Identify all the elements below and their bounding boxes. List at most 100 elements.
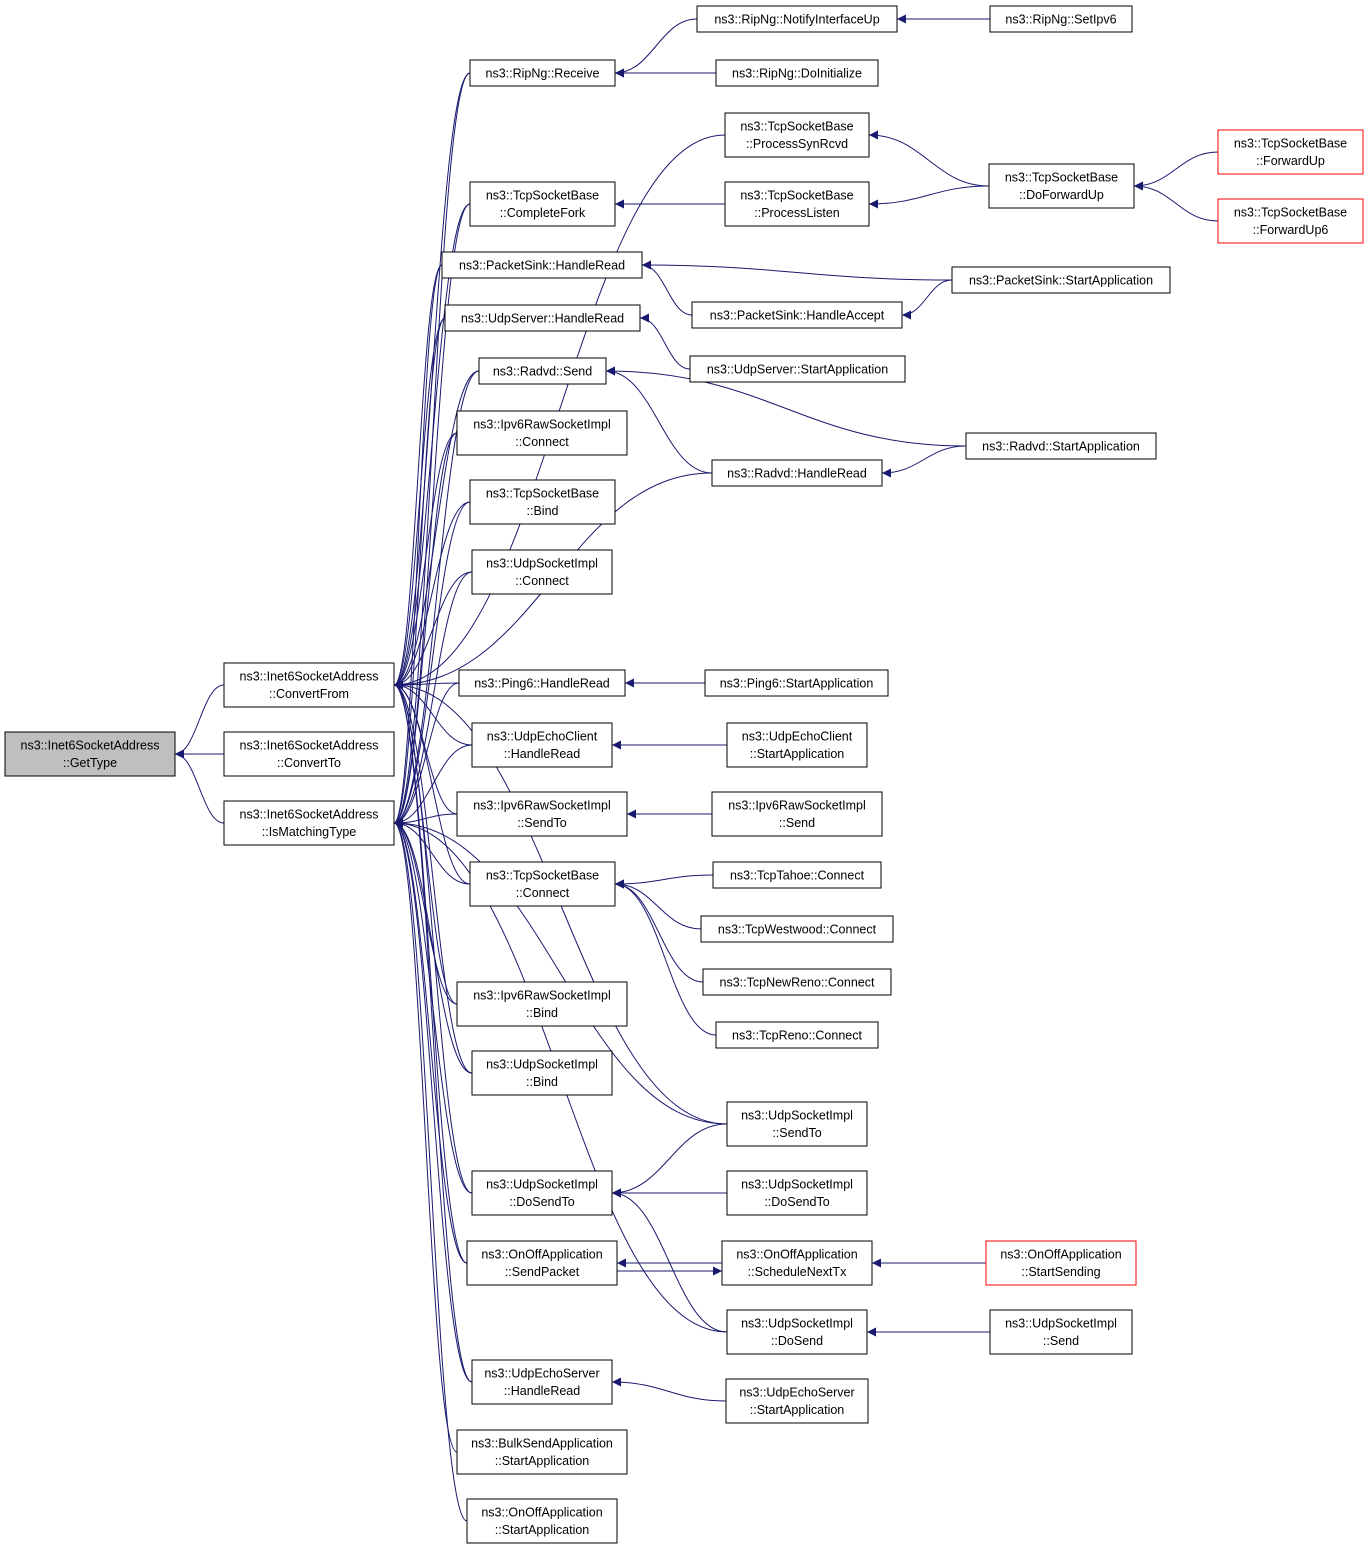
node-ipv6rawconnect[interactable]: ns3::Ipv6RawSocketImpl::Connect [456, 410, 628, 456]
node-udpimplsendto[interactable]: ns3::UdpSocketImpl::SendTo [726, 1101, 868, 1147]
node-box-psstartapp[interactable] [951, 266, 1171, 294]
node-udpimpldosendto[interactable]: ns3::UdpSocketImpl::DoSendTo [471, 1170, 613, 1216]
node-box-tcpreno[interactable] [715, 1021, 879, 1049]
node-ping6startapp[interactable]: ns3::Ping6::StartApplication [704, 669, 889, 697]
node-box-ipv6rawsend[interactable] [711, 791, 883, 837]
node-box-tcpforwardup[interactable] [1217, 129, 1364, 175]
node-box-udpimpldosend[interactable] [726, 1309, 868, 1355]
node-box-pshandleaccept[interactable] [691, 301, 903, 329]
node-udpserverstartapp[interactable]: ns3::UdpServer::StartApplication [689, 355, 906, 383]
node-udpimpldosend[interactable]: ns3::UdpSocketImpl::DoSend [726, 1309, 868, 1355]
node-ripngreceive[interactable]: ns3::RipNg::Receive [469, 59, 616, 87]
node-onoffschedulenexttx[interactable]: ns3::OnOffApplication::ScheduleNextTx [721, 1240, 873, 1286]
node-box-radvdsend[interactable] [478, 357, 607, 385]
node-onoffstartapp[interactable]: ns3::OnOffApplication::StartApplication [466, 1498, 618, 1544]
node-box-udpechoserverhandleread[interactable] [471, 1359, 613, 1405]
node-box-udpimpldosendto[interactable] [471, 1170, 613, 1216]
node-box-ripngdoinit[interactable] [715, 59, 879, 87]
node-tcpdoforwardup[interactable]: ns3::TcpSocketBase::DoForwardUp [988, 163, 1135, 209]
node-box-tcpconnect[interactable] [469, 861, 616, 907]
node-box-onoffstartsending[interactable] [985, 1240, 1137, 1286]
node-box-udpimpldosendto2[interactable] [726, 1170, 868, 1216]
node-convertfrom[interactable]: ns3::Inet6SocketAddress::ConvertFrom [223, 662, 395, 708]
node-tcpconnect[interactable]: ns3::TcpSocketBase::Connect [469, 861, 616, 907]
node-box-radvdhandleread[interactable] [711, 459, 883, 487]
node-ripngnotify[interactable]: ns3::RipNg::NotifyInterfaceUp [696, 5, 898, 33]
node-pshandleaccept[interactable]: ns3::PacketSink::HandleAccept [691, 301, 903, 329]
node-box-udpimplbind[interactable] [471, 1050, 613, 1096]
node-box-udpimplconnect[interactable] [471, 549, 613, 595]
node-ismatching[interactable]: ns3::Inet6SocketAddress::IsMatchingType [223, 800, 395, 846]
node-box-tcpprocesslisten[interactable] [724, 181, 870, 227]
node-psstartapp[interactable]: ns3::PacketSink::StartApplication [951, 266, 1171, 294]
node-box-tcpforwardup6[interactable] [1217, 198, 1364, 244]
node-tcpwestwood[interactable]: ns3::TcpWestwood::Connect [700, 915, 894, 943]
node-onoffsendpacket[interactable]: ns3::OnOffApplication::SendPacket [466, 1240, 618, 1286]
node-udpechoserverhandleread[interactable]: ns3::UdpEchoServer::HandleRead [471, 1359, 613, 1405]
node-box-tcptahoe[interactable] [712, 861, 882, 889]
node-udpimplsend[interactable]: ns3::UdpSocketImpl::Send [989, 1309, 1133, 1355]
node-udpechoclienthandleread[interactable]: ns3::UdpEchoClient::HandleRead [471, 722, 613, 768]
node-udpimpldosendto2[interactable]: ns3::UdpSocketImpl::DoSendTo [726, 1170, 868, 1216]
node-box-tcpdoforwardup[interactable] [988, 163, 1135, 209]
node-radvdstartapp[interactable]: ns3::Radvd::StartApplication [965, 432, 1157, 460]
node-box-ipv6rawsendto[interactable] [456, 791, 628, 837]
node-udpimplconnect[interactable]: ns3::UdpSocketImpl::Connect [471, 549, 613, 595]
node-ipv6rawsend[interactable]: ns3::Ipv6RawSocketImpl::Send [711, 791, 883, 837]
node-tcpsynrcvd[interactable]: ns3::TcpSocketBase::ProcessSynRcvd [724, 112, 870, 158]
node-box-pshandleread[interactable] [441, 251, 643, 279]
node-box-udpechoclientstartapp[interactable] [726, 722, 868, 768]
node-box-onoffschedulenexttx[interactable] [721, 1240, 873, 1286]
node-box-onoffsendpacket[interactable] [466, 1240, 618, 1286]
node-box-convertfrom[interactable] [223, 662, 395, 708]
node-ipv6rawsendto[interactable]: ns3::Ipv6RawSocketImpl::SendTo [456, 791, 628, 837]
node-box-onoffstartapp[interactable] [466, 1498, 618, 1544]
node-box-ping6startapp[interactable] [704, 669, 889, 697]
node-box-ping6handleread[interactable] [458, 669, 626, 697]
node-ripngsetipv6[interactable]: ns3::RipNg::SetIpv6 [989, 5, 1133, 33]
node-box-udpimplsendto[interactable] [726, 1101, 868, 1147]
node-udpimplbind[interactable]: ns3::UdpSocketImpl::Bind [471, 1050, 613, 1096]
node-ping6handleread[interactable]: ns3::Ping6::HandleRead [458, 669, 626, 697]
node-box-tcpwestwood[interactable] [700, 915, 894, 943]
node-tcpreno[interactable]: ns3::TcpReno::Connect [715, 1021, 879, 1049]
node-tcpcompletefork[interactable]: ns3::TcpSocketBase::CompleteFork [469, 181, 616, 227]
node-udpechoserverstartapp[interactable]: ns3::UdpEchoServer::StartApplication [725, 1378, 869, 1424]
node-onoffstartsending[interactable]: ns3::OnOffApplication::StartSending [985, 1240, 1137, 1286]
node-box-ismatching[interactable] [223, 800, 395, 846]
node-tcpbind[interactable]: ns3::TcpSocketBase::Bind [469, 479, 616, 525]
node-tcptahoe[interactable]: ns3::TcpTahoe::Connect [712, 861, 882, 889]
node-box-radvdstartapp[interactable] [965, 432, 1157, 460]
node-ipv6rawbind[interactable]: ns3::Ipv6RawSocketImpl::Bind [456, 981, 628, 1027]
node-tcpnewreno[interactable]: ns3::TcpNewReno::Connect [702, 968, 892, 996]
node-box-udpimplsend[interactable] [989, 1309, 1133, 1355]
node-tcpforwardup[interactable]: ns3::TcpSocketBase::ForwardUp [1217, 129, 1364, 175]
node-tcpforwardup6[interactable]: ns3::TcpSocketBase::ForwardUp6 [1217, 198, 1364, 244]
node-box-udpechoserverstartapp[interactable] [725, 1378, 869, 1424]
node-radvdhandleread[interactable]: ns3::Radvd::HandleRead [711, 459, 883, 487]
node-box-tcpbind[interactable] [469, 479, 616, 525]
node-tcpprocesslisten[interactable]: ns3::TcpSocketBase::ProcessListen [724, 181, 870, 227]
node-box-udpserverstartapp[interactable] [689, 355, 906, 383]
node-bulksendstartapp[interactable]: ns3::BulkSendApplication::StartApplicati… [456, 1429, 628, 1475]
node-box-bulksendstartapp[interactable] [456, 1429, 628, 1475]
node-pshandleread[interactable]: ns3::PacketSink::HandleRead [441, 251, 643, 279]
node-box-ipv6rawbind[interactable] [456, 981, 628, 1027]
node-box-gettype[interactable] [4, 731, 176, 777]
node-box-udpserverhandleread[interactable] [444, 304, 641, 332]
node-box-ripngreceive[interactable] [469, 59, 616, 87]
node-box-tcpsynrcvd[interactable] [724, 112, 870, 158]
node-box-convertto[interactable] [223, 731, 395, 777]
node-box-udpechoclienthandleread[interactable] [471, 722, 613, 768]
node-box-ipv6rawconnect[interactable] [456, 410, 628, 456]
node-udpechoclientstartapp[interactable]: ns3::UdpEchoClient::StartApplication [726, 722, 868, 768]
node-radvdsend[interactable]: ns3::Radvd::Send [478, 357, 607, 385]
node-box-tcpcompletefork[interactable] [469, 181, 616, 227]
node-convertto[interactable]: ns3::Inet6SocketAddress::ConvertTo [223, 731, 395, 777]
node-gettype[interactable]: ns3::Inet6SocketAddress::GetType [4, 731, 176, 777]
node-box-ripngnotify[interactable] [696, 5, 898, 33]
node-ripngdoinit[interactable]: ns3::RipNg::DoInitialize [715, 59, 879, 87]
node-box-tcpnewreno[interactable] [702, 968, 892, 996]
node-udpserverhandleread[interactable]: ns3::UdpServer::HandleRead [444, 304, 641, 332]
node-box-ripngsetipv6[interactable] [989, 5, 1133, 33]
